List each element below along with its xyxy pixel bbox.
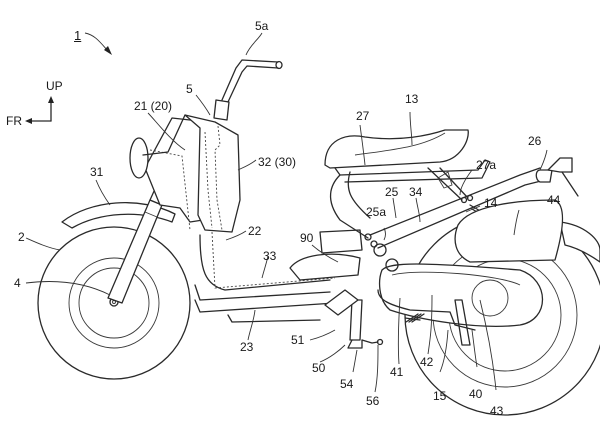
label-51: 51 [291,333,305,347]
rear-frame-strut-27a [427,167,463,201]
label-40: 40 [469,387,483,401]
mirror [129,137,149,179]
tail-light [547,157,573,173]
front-arrowhead [25,118,32,124]
frame-15 [377,289,476,331]
label-26: 26 [528,134,542,148]
stand-bracket-51 [324,289,359,316]
handlebar-5a [221,59,279,101]
label-50: 50 [312,361,326,375]
label-5: 5 [186,82,193,96]
head-cover-32 [184,114,241,233]
front-wheel [37,226,191,380]
label-21-20: 21 (20) [134,99,173,113]
front-label: FR [6,114,22,128]
label-90: 90 [300,231,314,245]
leader-lines [25,32,548,393]
label-31: 31 [90,165,104,179]
floor-step-90 [289,253,361,281]
label-15: 15 [433,389,447,403]
front-cover-21 [144,117,209,223]
label-54: 54 [340,377,354,391]
label-5a: 5a [255,19,269,33]
label-43: 43 [490,404,504,418]
frame-25 [369,167,541,236]
orientation-arrows [25,96,54,124]
stand-lever-56 [361,339,379,344]
label-22: 22 [248,224,262,238]
label-23: 23 [240,340,254,354]
label-44: 44 [547,193,561,207]
floor-frame-33 [194,284,331,301]
battery-box [319,229,363,254]
label-2: 2 [18,230,25,244]
rear-fender [559,221,600,263]
frame-22-hidden [211,231,336,289]
engine-mount [385,258,399,272]
up-label: UP [46,79,63,93]
label-25a: 25a [366,205,387,219]
under-cover-23 [194,299,351,313]
crank-cover-43 [471,279,509,317]
handlebar-grip-end [275,60,283,70]
pivot-25a [373,243,387,257]
label-33: 33 [263,249,277,263]
label-42: 42 [420,355,434,369]
up-arrowhead [48,96,54,103]
mirror-stem [142,114,186,156]
label-25: 25 [385,185,399,199]
label-4: 4 [14,276,21,290]
label-32-30: 32 (30) [258,155,297,169]
reference-1-leader [84,32,109,52]
license-plate-arrow [561,171,579,197]
label-27: 27 [356,109,370,123]
turn-signal-26 [535,169,553,183]
label-34: 34 [409,185,423,199]
label-41: 41 [390,365,404,379]
figure-reference-number: 1 [74,28,82,43]
label-14: 14 [484,196,498,210]
frame-22-outer [199,234,331,291]
label-27a: 27a [476,158,497,172]
reference-1-arrowhead [104,46,112,55]
air-cleaner-44 [454,199,564,263]
side-stand-54 [349,299,363,341]
label-13: 13 [405,92,419,106]
stand-bar [454,299,471,346]
steering-clamp [213,99,230,121]
label-56: 56 [366,394,380,408]
